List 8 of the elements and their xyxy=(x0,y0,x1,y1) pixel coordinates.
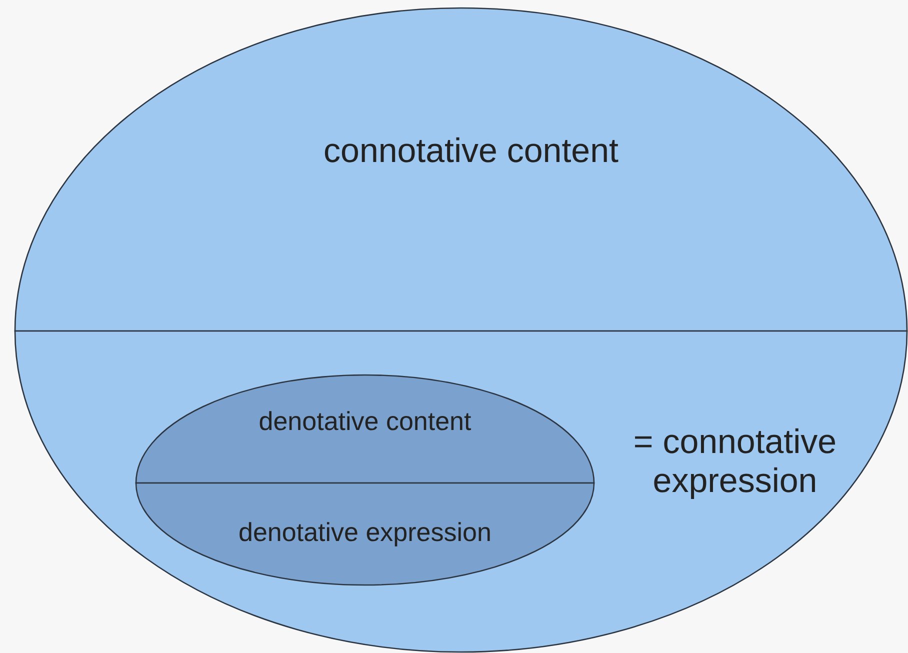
lower-ellipse-half xyxy=(136,483,594,585)
upper-ellipse-half xyxy=(136,375,594,483)
ellipse-label: = connotative expression xyxy=(632,423,838,502)
ellipse-label: denotative expression xyxy=(238,518,492,548)
ellipse-label: denotative content xyxy=(258,407,472,437)
upper-ellipse-half xyxy=(15,8,907,331)
ellipse-label: connotative content xyxy=(322,132,620,172)
lower-ellipse-half xyxy=(15,331,907,652)
